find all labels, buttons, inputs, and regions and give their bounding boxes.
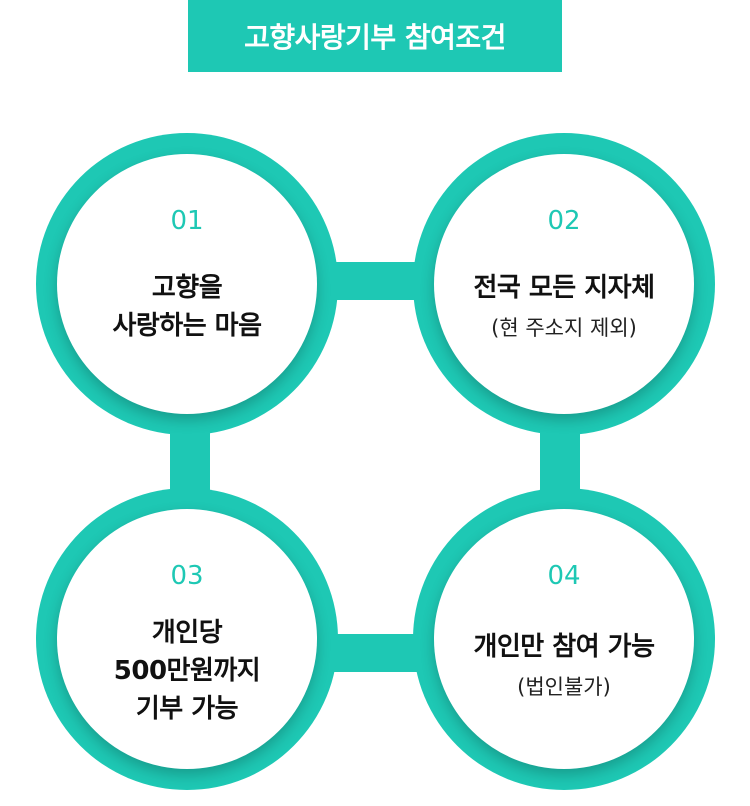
condition-number: 03 xyxy=(170,561,204,591)
condition-circle-3: 03 개인당 500만원까지 기부 가능 xyxy=(36,488,338,790)
condition-heading: 개인만 참여 가능 xyxy=(473,632,655,662)
condition-card-1: 01 고향을 사랑하는 마음 xyxy=(57,154,317,414)
condition-number: 01 xyxy=(170,206,204,236)
condition-card-4: 04 개인만 참여 가능 (법인불가) xyxy=(434,509,694,769)
condition-text-line: 500만원까지 xyxy=(113,656,261,686)
condition-card-2: 02 전국 모든 지자체 (현 주소지 제외) xyxy=(434,154,694,414)
condition-number: 04 xyxy=(547,561,581,591)
condition-circle-1: 01 고향을 사랑하는 마음 xyxy=(36,133,338,435)
page-title: 고향사랑기부 참여조건 xyxy=(244,21,506,54)
condition-text-line: 사랑하는 마음 xyxy=(112,311,262,341)
condition-circle-2: 02 전국 모든 지자체 (현 주소지 제외) xyxy=(413,133,715,435)
connector-top xyxy=(320,262,430,300)
connector-bottom xyxy=(320,634,430,672)
condition-circle-4: 04 개인만 참여 가능 (법인불가) xyxy=(413,488,715,790)
condition-text-line: 기부 가능 xyxy=(135,694,239,724)
title-banner: 고향사랑기부 참여조건 xyxy=(188,0,562,72)
condition-card-3: 03 개인당 500만원까지 기부 가능 xyxy=(57,509,317,769)
condition-text-line: 고향을 xyxy=(151,273,223,303)
condition-text-line: 개인당 xyxy=(151,618,223,648)
condition-subtext: (법인불가) xyxy=(517,675,611,699)
condition-subtext: (현 주소지 제외) xyxy=(491,316,637,340)
condition-number: 02 xyxy=(547,206,581,236)
condition-heading: 전국 모든 지자체 xyxy=(473,273,655,303)
